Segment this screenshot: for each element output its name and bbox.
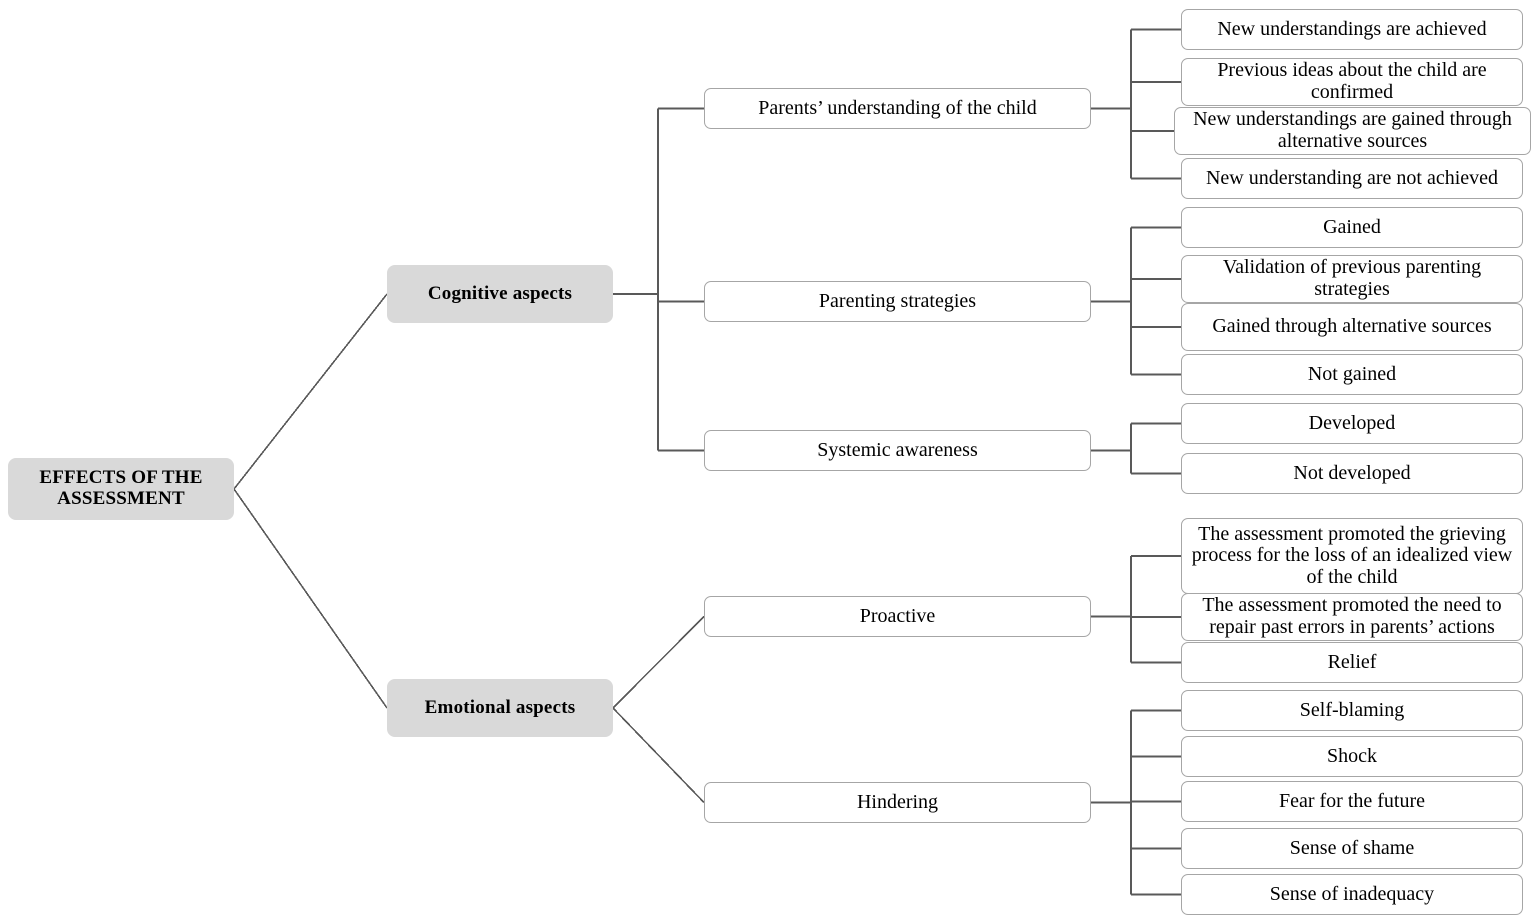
subcategory-node-parenting-strategies-label: Parenting strategies [818, 289, 977, 312]
root-node[interactable]: EFFECTS OF THE ASSESSMENT [8, 458, 234, 520]
edge-root-to-cognitive-aspects [233, 293, 388, 490]
leaf-node-new-understanding-are-not-achieved-label: New understanding are not achieved [1205, 166, 1499, 189]
leaf-node-self-blaming[interactable]: Self-blaming [1181, 690, 1523, 731]
leaf-node-validation-of-previous-parenting-strategies[interactable]: Validation of previous parenting strateg… [1181, 255, 1523, 303]
leaf-node-shock[interactable]: Shock [1181, 736, 1523, 777]
leaf-node-the-assessment-promoted-the-grieving-process-f[interactable]: The assessment promoted the grieving pro… [1181, 518, 1523, 594]
leaf-node-new-understandings-are-gained-through-alternat[interactable]: New understandings are gained through al… [1174, 107, 1531, 155]
leaf-node-gained-through-alternative-sources-label: Gained through alternative sources [1212, 315, 1492, 338]
leaf-node-not-developed-label: Not developed [1293, 461, 1411, 484]
subcategory-node-systemic-awareness[interactable]: Systemic awareness [704, 430, 1091, 471]
leaf-node-shock-label: Shock [1327, 744, 1377, 767]
leaf-node-relief-label: Relief [1327, 650, 1377, 673]
subcategory-node-hindering-label: Hindering [856, 790, 939, 813]
subcategory-node-systemic-awareness-label: Systemic awareness [817, 438, 978, 461]
subcategory-node-proactive[interactable]: Proactive [704, 596, 1091, 637]
leaf-node-gained-label: Gained [1323, 215, 1381, 238]
leaf-node-new-understandings-are-achieved-label: New understandings are achieved [1217, 17, 1487, 40]
leaf-node-sense-of-inadequacy-label: Sense of inadequacy [1269, 882, 1435, 905]
subcategory-node-parents-understanding-of-the-child[interactable]: Parents’ understanding of the child [704, 88, 1091, 129]
edge-root-to-emotional-aspects [233, 488, 388, 709]
leaf-node-previous-ideas-about-the-child-are-confirmed[interactable]: Previous ideas about the child are confi… [1181, 58, 1523, 106]
leaf-node-fear-for-the-future-label: Fear for the future [1278, 789, 1426, 812]
leaf-node-not-gained-label: Not gained [1307, 362, 1397, 385]
leaf-node-gained-through-alternative-sources[interactable]: Gained through alternative sources [1181, 303, 1523, 351]
leaf-node-validation-of-previous-parenting-strategies-label: Validation of previous parenting strateg… [1222, 256, 1482, 300]
category-node-emotional-aspects-label: Emotional aspects [424, 696, 576, 718]
edge-emotional-to-hindering [612, 707, 705, 804]
leaf-node-developed[interactable]: Developed [1181, 403, 1523, 444]
leaf-node-fear-for-the-future[interactable]: Fear for the future [1181, 781, 1523, 822]
leaf-node-not-developed[interactable]: Not developed [1181, 453, 1523, 494]
leaf-node-new-understandings-are-achieved[interactable]: New understandings are achieved [1181, 9, 1523, 50]
leaf-node-the-assessment-promoted-the-grieving-process-f-label: The assessment promoted the grieving pro… [1191, 522, 1513, 588]
leaf-node-developed-label: Developed [1308, 411, 1396, 434]
subcategory-node-parents-understanding-of-the-child-label: Parents’ understanding of the child [758, 96, 1037, 119]
subcategory-node-proactive-label: Proactive [859, 604, 936, 627]
leaf-node-previous-ideas-about-the-child-are-confirmed-label: Previous ideas about the child are confi… [1217, 59, 1487, 103]
edge-emotional-to-proactive [612, 615, 705, 709]
leaf-node-sense-of-inadequacy[interactable]: Sense of inadequacy [1181, 874, 1523, 915]
leaf-node-new-understandings-are-gained-through-alternat-label: New understandings are gained through al… [1193, 108, 1512, 152]
leaf-node-sense-of-shame-label: Sense of shame [1289, 836, 1415, 859]
leaf-node-not-gained[interactable]: Not gained [1181, 354, 1523, 395]
leaf-node-the-assessment-promoted-the-need-to-repair-pas-label: The assessment promoted the need to repa… [1202, 594, 1502, 638]
subcategory-node-hindering[interactable]: Hindering [704, 782, 1091, 823]
root-node-label: EFFECTS OF THE ASSESSMENT [39, 467, 203, 509]
category-node-cognitive-aspects-label: Cognitive aspects [427, 282, 573, 304]
category-node-cognitive-aspects[interactable]: Cognitive aspects [387, 265, 613, 323]
leaf-node-new-understanding-are-not-achieved[interactable]: New understanding are not achieved [1181, 158, 1523, 199]
leaf-node-gained[interactable]: Gained [1181, 207, 1523, 248]
leaf-node-self-blaming-label: Self-blaming [1299, 698, 1405, 721]
category-node-emotional-aspects[interactable]: Emotional aspects [387, 679, 613, 737]
leaf-node-the-assessment-promoted-the-need-to-repair-pas[interactable]: The assessment promoted the need to repa… [1181, 593, 1523, 641]
subcategory-node-parenting-strategies[interactable]: Parenting strategies [704, 281, 1091, 322]
leaf-node-relief[interactable]: Relief [1181, 642, 1523, 683]
leaf-node-sense-of-shame[interactable]: Sense of shame [1181, 828, 1523, 869]
